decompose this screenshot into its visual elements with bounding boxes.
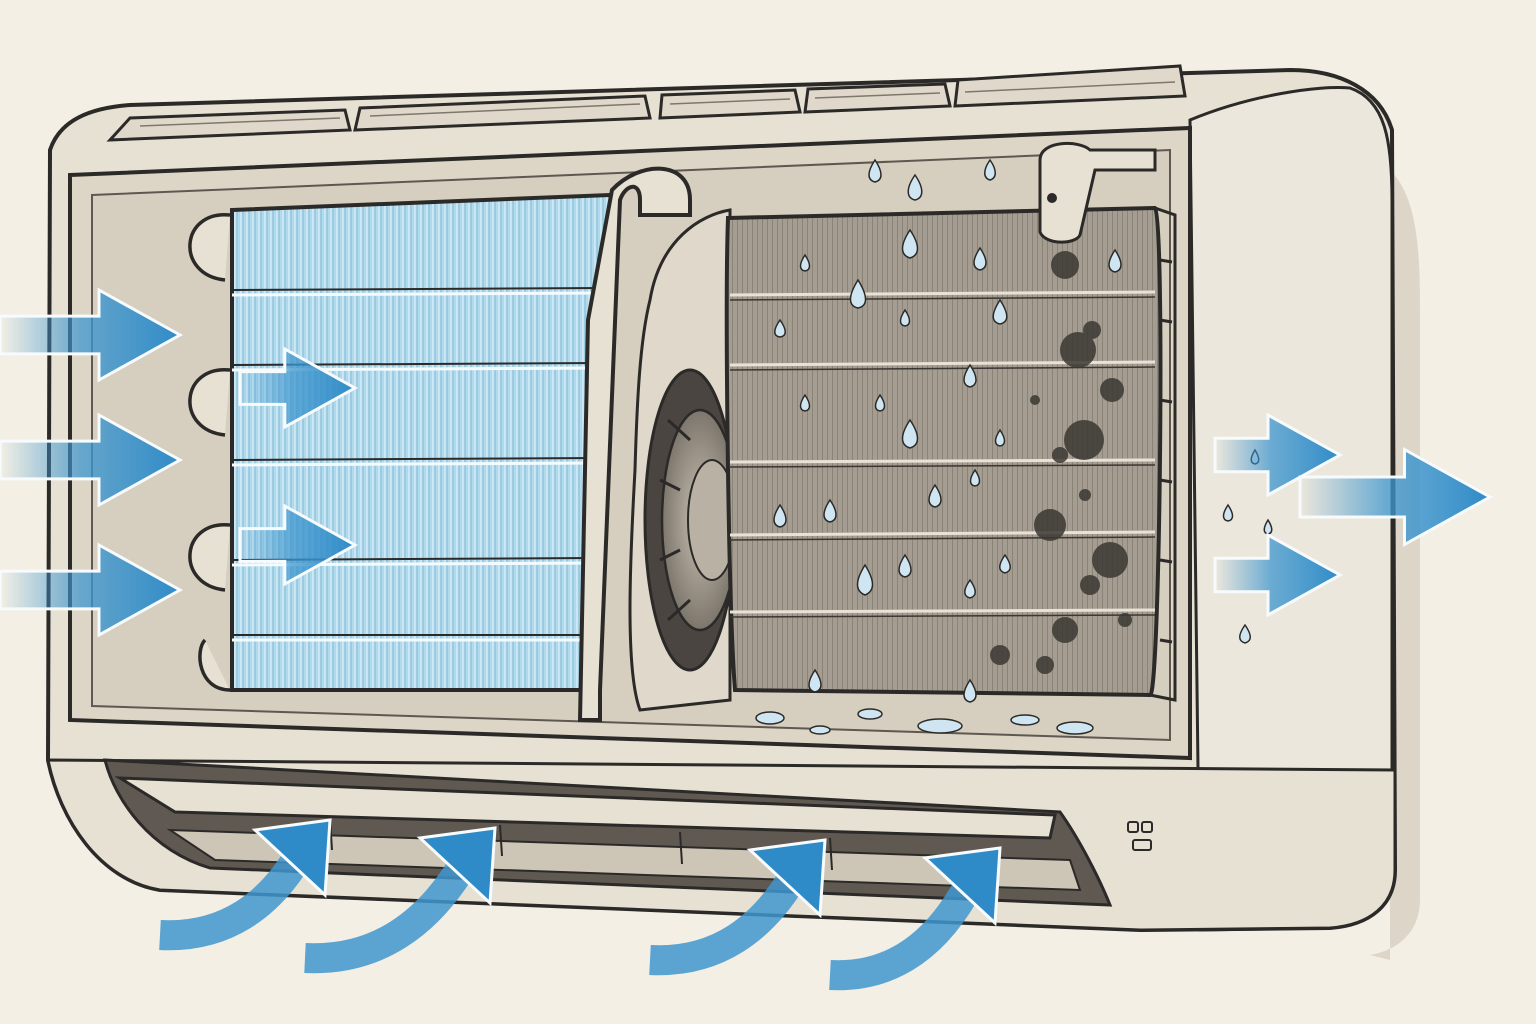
rear-coil-edge — [1149, 206, 1177, 702]
left-intake-arrow-1 — [0, 287, 184, 383]
center-divider-bracket — [577, 166, 692, 722]
curved-arrow-head-1 — [251, 818, 332, 899]
outlet-arrow-1 — [1213, 412, 1344, 498]
through-coil-arrow-icon — [238, 346, 359, 587]
curved-arrow-head-4 — [921, 846, 1002, 927]
outlet-arrow-2 — [1213, 532, 1344, 618]
coil-arrow-1 — [238, 346, 359, 430]
clean-evaporator-coil — [230, 192, 618, 692]
mold-spot-icon — [990, 251, 1132, 674]
top-grille — [106, 64, 1187, 142]
curved-arrow-head-3 — [746, 838, 827, 919]
refrigerant-u-bends — [188, 213, 231, 692]
bottom-intake-curved-arrow-icon — [159, 818, 1002, 991]
left-intake-arrow-icon — [0, 287, 184, 638]
curved-arrow-shaft-3 — [649, 857, 814, 976]
blower-fan-icon — [643, 368, 740, 672]
left-intake-arrow-3 — [0, 542, 184, 638]
coil-arrow-2 — [238, 503, 359, 587]
right-outlet-arrow-icon — [1213, 412, 1494, 618]
outlet-arrow-3 — [1298, 446, 1494, 548]
curved-arrow-shaft-2 — [304, 845, 484, 974]
curved-arrow-shaft-4 — [829, 866, 989, 991]
pipe-bracket — [1038, 141, 1157, 244]
indicator-light-icon — [1127, 821, 1153, 851]
condensate-puddles — [755, 708, 1094, 735]
left-intake-arrow-2 — [0, 412, 184, 508]
louver-blade — [114, 776, 1057, 840]
curved-arrow-head-2 — [416, 826, 497, 907]
water-droplet-icon — [773, 158, 1273, 703]
